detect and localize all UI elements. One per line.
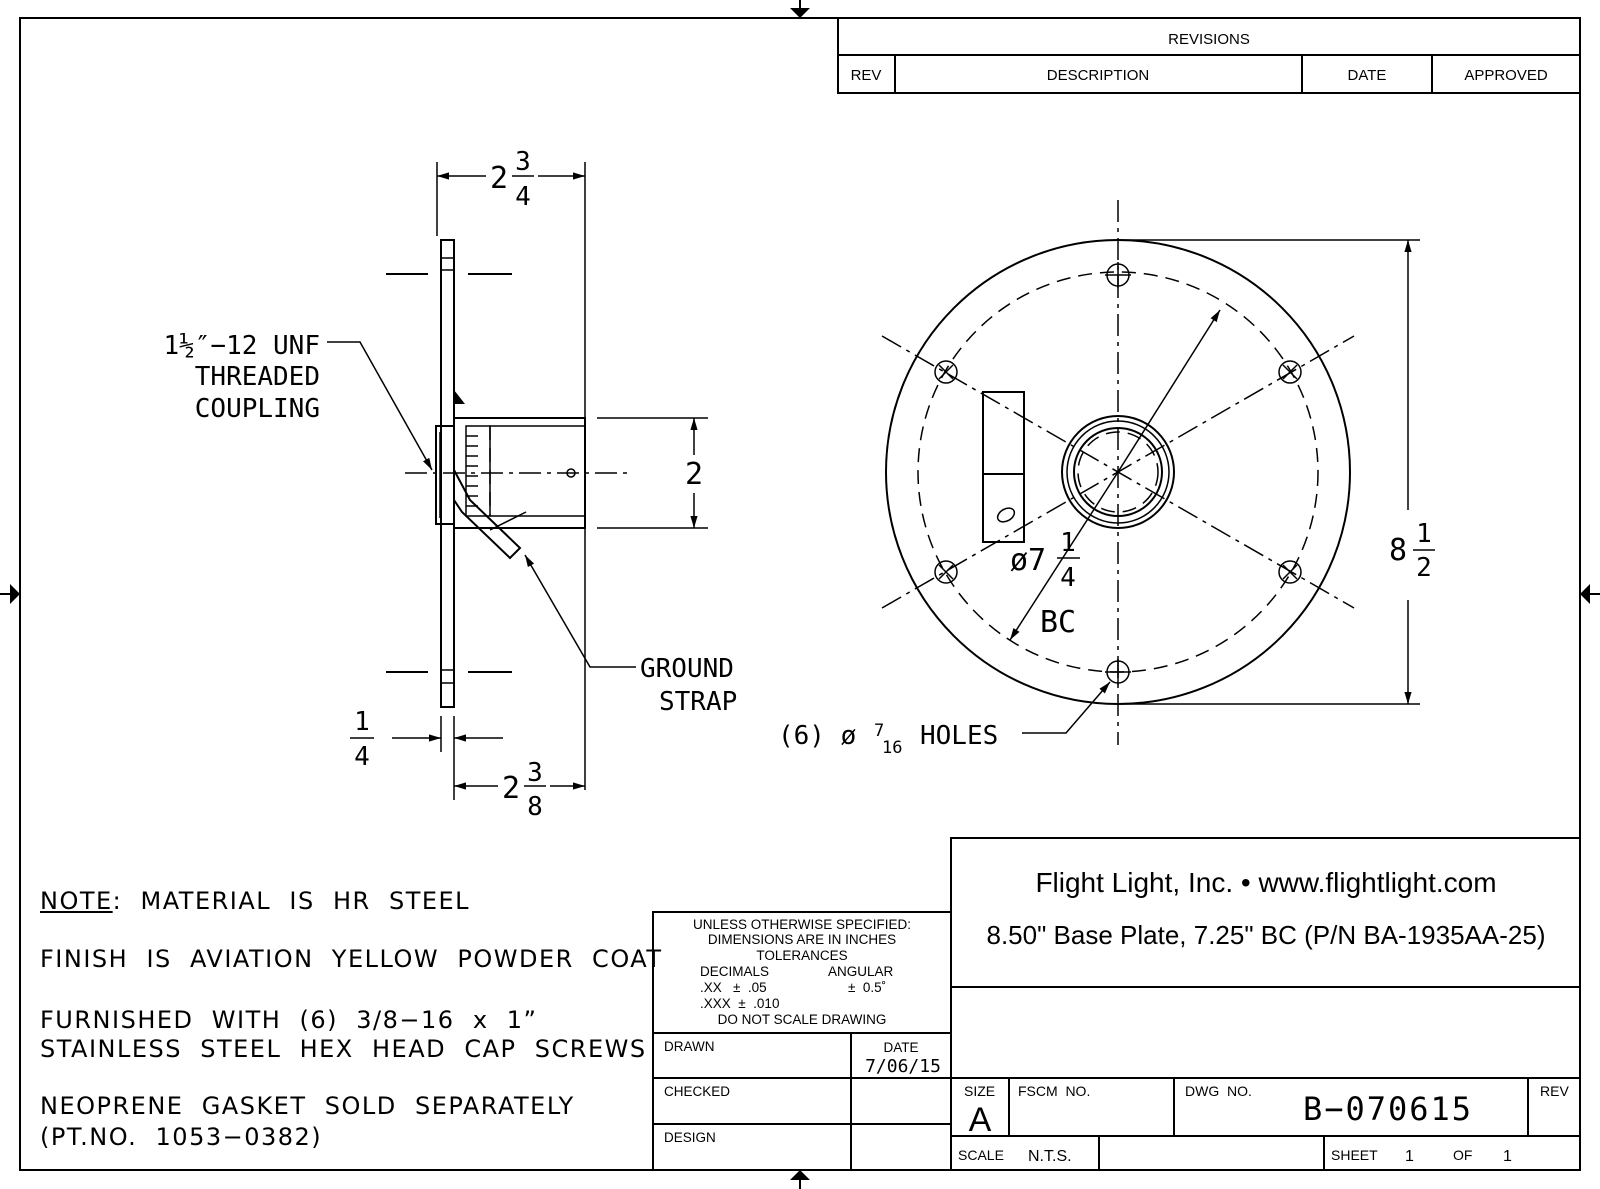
svg-text:1: 1 bbox=[1060, 528, 1076, 558]
svg-text:DO NOT SCALE DRAWING: DO NOT SCALE DRAWING bbox=[718, 1012, 887, 1027]
dwg-number: B−070615 bbox=[1303, 1090, 1473, 1128]
svg-text:THREADED: THREADED bbox=[195, 362, 320, 392]
svg-text:3: 3 bbox=[527, 758, 543, 788]
dim-plate-thickness: 1 4 bbox=[350, 707, 374, 772]
size-label: SIZE bbox=[964, 1083, 995, 1099]
rev-label: REV bbox=[1540, 1083, 1569, 1099]
checked-label: CHECKED bbox=[664, 1084, 730, 1099]
sheet-label: SHEET bbox=[1331, 1147, 1378, 1163]
svg-text:TOLERANCES: TOLERANCES bbox=[756, 948, 847, 963]
dim-coupling-height: 2 bbox=[685, 457, 703, 492]
svg-text:8: 8 bbox=[527, 792, 543, 822]
svg-text:DECIMALS: DECIMALS bbox=[700, 964, 769, 979]
callout-threaded-coupling: 1½″−12 UNF THREADED COUPLING bbox=[163, 331, 320, 424]
svg-text:BC: BC bbox=[1040, 605, 1076, 640]
sheet-value: 1 bbox=[1405, 1148, 1414, 1165]
note-finish: FINISH IS AVIATION YELLOW POWDER COAT bbox=[40, 945, 663, 973]
note-gasket-line2: (PT.NO. 1053−0382) bbox=[40, 1123, 323, 1151]
dim-plate-diameter: 8 1 2 bbox=[1389, 519, 1435, 583]
scale-label: SCALE bbox=[958, 1147, 1004, 1163]
svg-text:2: 2 bbox=[490, 161, 508, 196]
svg-text:4: 4 bbox=[515, 182, 531, 212]
svg-text:3: 3 bbox=[515, 147, 531, 177]
note-gasket-line1: NEOPRENE GASKET SOLD SEPARATELY bbox=[40, 1092, 575, 1120]
design-label: DESIGN bbox=[664, 1130, 716, 1145]
dim-coupling-depth: 2 3 8 bbox=[502, 758, 546, 822]
svg-text:ANGULAR: ANGULAR bbox=[828, 964, 894, 979]
note-material: NOTE: MATERIAL IS HR STEEL bbox=[40, 886, 470, 916]
svg-text:STRAP: STRAP bbox=[659, 687, 737, 717]
svg-text:1: 1 bbox=[354, 707, 370, 737]
drawing-border bbox=[19, 17, 1581, 1171]
svg-text:4: 4 bbox=[354, 742, 370, 772]
svg-text:GROUND: GROUND bbox=[640, 654, 734, 684]
svg-text:1: 1 bbox=[1416, 519, 1432, 549]
svg-text:7: 7 bbox=[874, 721, 884, 741]
side-view bbox=[327, 162, 708, 800]
tolerance-block: UNLESS OTHERWISE SPECIFIED: DIMENSIONS A… bbox=[652, 911, 952, 1171]
svg-text:DIMENSIONS ARE IN INCHES: DIMENSIONS ARE IN INCHES bbox=[708, 932, 896, 947]
date-column-header: DATE bbox=[1348, 67, 1387, 84]
revisions-table: REVISIONS REV DESCRIPTION DATE APPROVED bbox=[837, 17, 1581, 94]
callout-mounting-holes: (6) ø 7 16 HOLES bbox=[778, 721, 998, 758]
of-label: OF bbox=[1453, 1147, 1472, 1163]
note-furnished-line1: FURNISHED WITH (6) 3/8−16 x 1” bbox=[40, 1006, 538, 1034]
top-view bbox=[881, 200, 1420, 745]
dim-overall-width: 2 3 4 bbox=[490, 147, 534, 212]
svg-text:16: 16 bbox=[882, 738, 902, 758]
title-block: Flight Light, Inc. • www.flightlight.com… bbox=[950, 837, 1581, 1171]
svg-text:4: 4 bbox=[1060, 563, 1076, 593]
callout-ground-strap: GROUND STRAP bbox=[640, 654, 737, 717]
svg-text:8: 8 bbox=[1389, 533, 1407, 568]
of-value: 1 bbox=[1503, 1148, 1512, 1165]
company-name: Flight Light, Inc. • www.flightlight.com bbox=[1035, 867, 1496, 898]
svg-text:COUPLING: COUPLING bbox=[195, 394, 320, 424]
dim-bolt-circle: ø7 1 4 BC bbox=[1010, 528, 1080, 640]
scale-value: N.T.S. bbox=[1028, 1148, 1072, 1165]
svg-text:(6) ø: (6) ø bbox=[778, 721, 856, 751]
dwg-label: DWG NO. bbox=[1185, 1083, 1252, 1099]
drawing-title: 8.50" Base Plate, 7.25" BC (P/N BA-1935A… bbox=[987, 920, 1546, 950]
revisions-title: REVISIONS bbox=[1168, 31, 1250, 48]
approved-column-header: APPROVED bbox=[1464, 67, 1548, 84]
rev-column-header: REV bbox=[851, 67, 882, 84]
note-text: : MATERIAL IS HR STEEL bbox=[112, 887, 471, 915]
svg-text:HOLES: HOLES bbox=[920, 721, 998, 751]
drawn-label: DRAWN bbox=[664, 1039, 715, 1054]
date-value: 7/06/15 bbox=[865, 1056, 941, 1077]
svg-text:2: 2 bbox=[1416, 553, 1432, 583]
svg-text:UNLESS OTHERWISE SPECIFIED:: UNLESS OTHERWISE SPECIFIED: bbox=[693, 917, 911, 932]
description-column-header: DESCRIPTION bbox=[1047, 67, 1150, 84]
note-furnished-line2: STAINLESS STEEL HEX HEAD CAP SCREWS bbox=[40, 1035, 647, 1063]
fscm-label: FSCM NO. bbox=[1018, 1083, 1090, 1099]
svg-text:1½″−12 UNF: 1½″−12 UNF bbox=[163, 331, 320, 361]
svg-text:ø7: ø7 bbox=[1010, 543, 1046, 578]
size-value: A bbox=[969, 1101, 992, 1139]
svg-text:± 0.5˚: ± 0.5˚ bbox=[848, 980, 886, 995]
date-label: DATE bbox=[883, 1040, 918, 1055]
note-label: NOTE bbox=[40, 887, 113, 915]
svg-text:2: 2 bbox=[502, 771, 520, 806]
svg-text:.XX ± .05: .XX ± .05 bbox=[700, 980, 767, 995]
svg-text:.XXX ± .010: .XXX ± .010 bbox=[700, 996, 779, 1011]
